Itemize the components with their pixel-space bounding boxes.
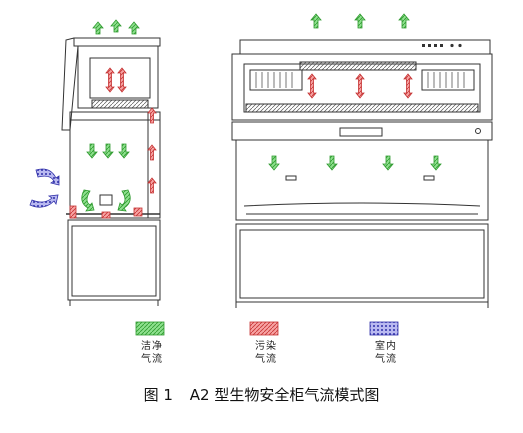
contaminated-arrow-vertical — [105, 67, 115, 93]
contaminated-arrow-vertical — [403, 73, 413, 99]
front-work-chamber — [235, 139, 489, 221]
front-fan-grille-left — [249, 69, 303, 91]
front-sash-curve — [243, 202, 481, 207]
front-exhaust-filter — [299, 61, 417, 71]
legend-item-contaminated: 污染 气流 — [249, 321, 279, 365]
front-view-cabinet — [231, 39, 493, 308]
front-top-controls — [422, 43, 462, 48]
clean-arrow-up — [92, 21, 104, 35]
clean-arrow-up — [310, 13, 322, 29]
legend-label-contaminated-line1: 污染 — [255, 339, 277, 352]
clean-arrow-down — [118, 143, 130, 159]
clean-arrow-down — [268, 155, 280, 171]
front-plenum-arrows — [307, 73, 413, 99]
contaminated-arrow-vertical — [117, 67, 127, 93]
clean-arrow-up — [128, 21, 140, 35]
room-arrow — [29, 194, 59, 208]
clean-arrow-down — [430, 155, 442, 171]
side-exhaust-arrows — [92, 19, 140, 35]
legend-label-contaminated-line2: 气流 — [255, 352, 277, 365]
front-supply-filter — [245, 103, 479, 113]
contaminated-arrow-up — [147, 177, 157, 194]
front-downflow-arrows — [268, 155, 442, 171]
clean-arrow-down — [102, 143, 114, 159]
front-upper-housing — [231, 53, 493, 121]
side-rear-plenum — [147, 111, 161, 219]
legend-label-room-line2: 气流 — [375, 352, 397, 365]
side-top-cap — [73, 37, 161, 47]
legend-label-room-line1: 室内 — [375, 339, 397, 352]
clean-arrow-up — [398, 13, 410, 29]
legend-label-clean-line2: 气流 — [141, 352, 163, 365]
clean-arrow-curved — [81, 189, 95, 212]
legend: 洁净 气流 污染 气流 室内 气流 — [135, 321, 399, 365]
legend-item-room: 室内 气流 — [369, 321, 399, 365]
side-front-grille-arrows — [69, 205, 143, 219]
side-sash — [61, 37, 79, 131]
clean-arrow-down — [86, 143, 98, 159]
clean-arrow-up — [354, 13, 366, 29]
side-hepa-filter — [91, 99, 149, 109]
clean-arrow-curved — [117, 189, 131, 212]
legend-item-clean: 洁净 气流 — [135, 321, 165, 365]
figure-label: 图 1 — [143, 386, 173, 404]
figure-caption: 图 1 A2 型生物安全柜气流模式图 — [0, 384, 523, 405]
contaminated-arrow-vertical — [355, 73, 365, 99]
front-exhaust-arrows — [310, 13, 410, 29]
figure-title: A2 型生物安全柜气流模式图 — [189, 386, 380, 404]
side-stand — [67, 219, 161, 301]
clean-arrow-up — [110, 19, 122, 33]
contaminated-arrow-up — [147, 107, 157, 124]
front-fan-grille-right — [421, 69, 475, 91]
fan-louvers — [255, 72, 465, 88]
side-fan-box — [89, 57, 151, 99]
clean-arrow-down — [382, 155, 394, 171]
side-view-cabinet — [61, 37, 161, 306]
legend-swatch-room — [369, 321, 399, 336]
legend-swatch-contaminated — [249, 321, 279, 336]
contaminated-arrow-vertical — [307, 73, 317, 99]
side-drain-box — [99, 194, 113, 206]
clean-arrow-down — [326, 155, 338, 171]
contaminated-arrow-up — [147, 144, 157, 161]
room-air-arrows — [29, 168, 60, 208]
room-arrow — [35, 168, 60, 186]
legend-label-clean-line1: 洁净 — [141, 339, 163, 352]
front-stand — [235, 223, 489, 303]
front-display — [339, 127, 383, 137]
side-downflow-arrows — [81, 143, 131, 212]
side-plenum-arrows — [105, 67, 157, 194]
legend-swatch-clean — [135, 321, 165, 336]
